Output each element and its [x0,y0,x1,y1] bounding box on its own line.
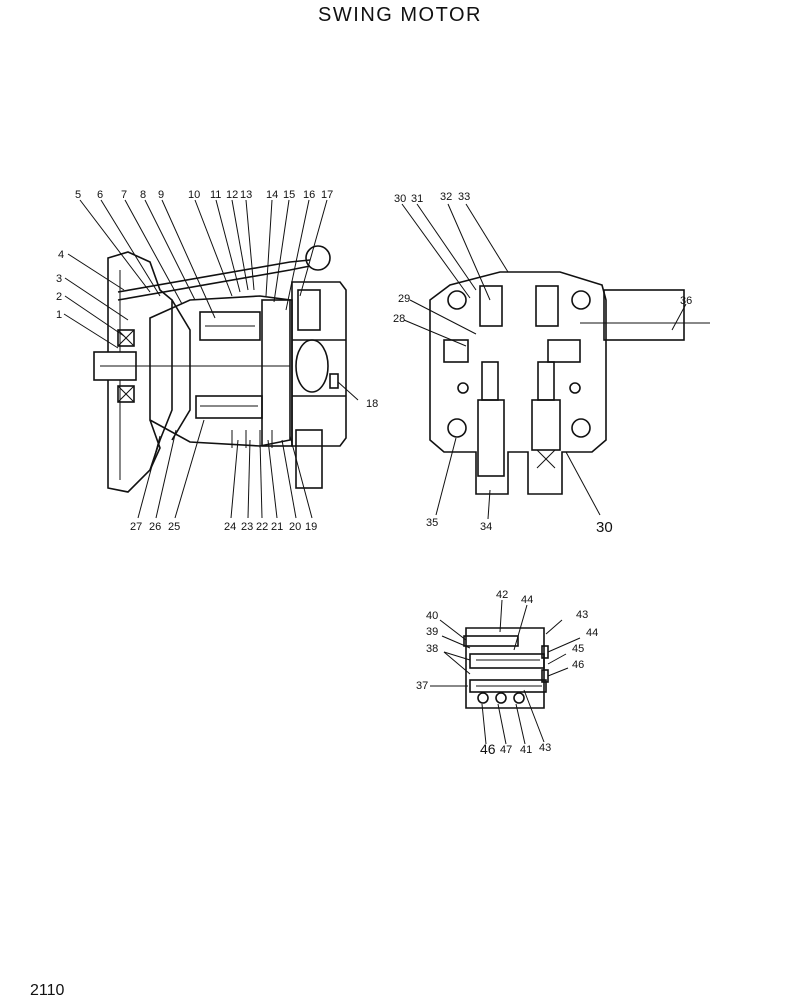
callout-38: 38 [426,643,438,655]
callout-42: 44 [521,594,533,606]
main-cross-section [93,245,347,493]
relief-leader-lines [430,599,581,745]
callout-12: 12 [226,189,238,201]
callout-7: 7 [121,189,127,201]
callout-33: 33 [458,191,470,203]
callout-36: 36 [680,295,692,307]
relief-callouts: 42 44 40 43 39 44 38 45 46 37 46 47 41 4… [416,589,598,757]
callout-44-top: 44 [586,627,598,639]
callout-43-top: 43 [576,609,588,621]
callout-40: 40 [426,610,438,622]
callout-41: 42 [496,589,508,601]
callout-32: 32 [440,191,452,203]
callout-9: 9 [158,189,164,201]
callout-4: 4 [58,249,64,261]
callout-11: 11 [210,189,221,201]
callout-44: 46 [572,659,584,671]
callout-31: 31 [411,193,423,205]
callout-22: 22 [256,521,268,533]
page-number: 2110 [30,982,65,999]
callout-13: 13 [240,189,252,201]
callout-26: 26 [149,521,161,533]
valve-callouts: 30 31 32 33 29 28 36 35 34 30 [393,191,692,536]
callout-45: 43 [539,742,551,754]
callout-2: 2 [56,291,62,303]
page-title: SWING MOTOR [318,4,482,26]
callout-27: 27 [130,521,142,533]
callout-30: 30 [394,193,406,205]
callout-5: 5 [75,189,81,201]
callout-8: 8 [140,189,146,201]
callout-14: 14 [266,189,278,201]
main-leader-lines [63,199,359,519]
callout-20: 20 [289,521,301,533]
callout-16: 16 [303,189,315,201]
callout-30-lower: 30 [596,519,613,536]
callout-28: 28 [393,313,405,325]
callout-29: 29 [398,293,410,305]
callout-43: 45 [572,643,584,655]
callout-47: 47 [500,744,512,756]
callout-1: 1 [56,309,62,321]
callout-6: 6 [97,189,103,201]
callout-23: 23 [241,521,253,533]
callout-39: 39 [426,626,438,638]
callout-35: 35 [426,517,438,529]
callout-24: 24 [224,521,236,533]
callout-15: 15 [283,189,295,201]
callout-46: 41 [520,744,532,756]
callout-17: 17 [321,189,333,201]
callout-10: 10 [188,189,200,201]
callout-19: 19 [305,521,317,533]
callout-18: 18 [366,398,378,410]
callout-21: 21 [271,521,283,533]
main-callouts: 5 6 7 8 9 10 11 12 13 14 15 16 17 4 3 2 … [56,189,378,533]
valve-leader-lines [401,203,687,520]
callout-34: 34 [480,521,492,533]
callout-37: 37 [416,680,428,692]
callout-25: 25 [168,521,180,533]
callout-3: 3 [56,273,62,285]
relief-valve-view [463,627,549,709]
callout-46-left: 46 [480,741,496,757]
valve-end-view [429,271,710,495]
